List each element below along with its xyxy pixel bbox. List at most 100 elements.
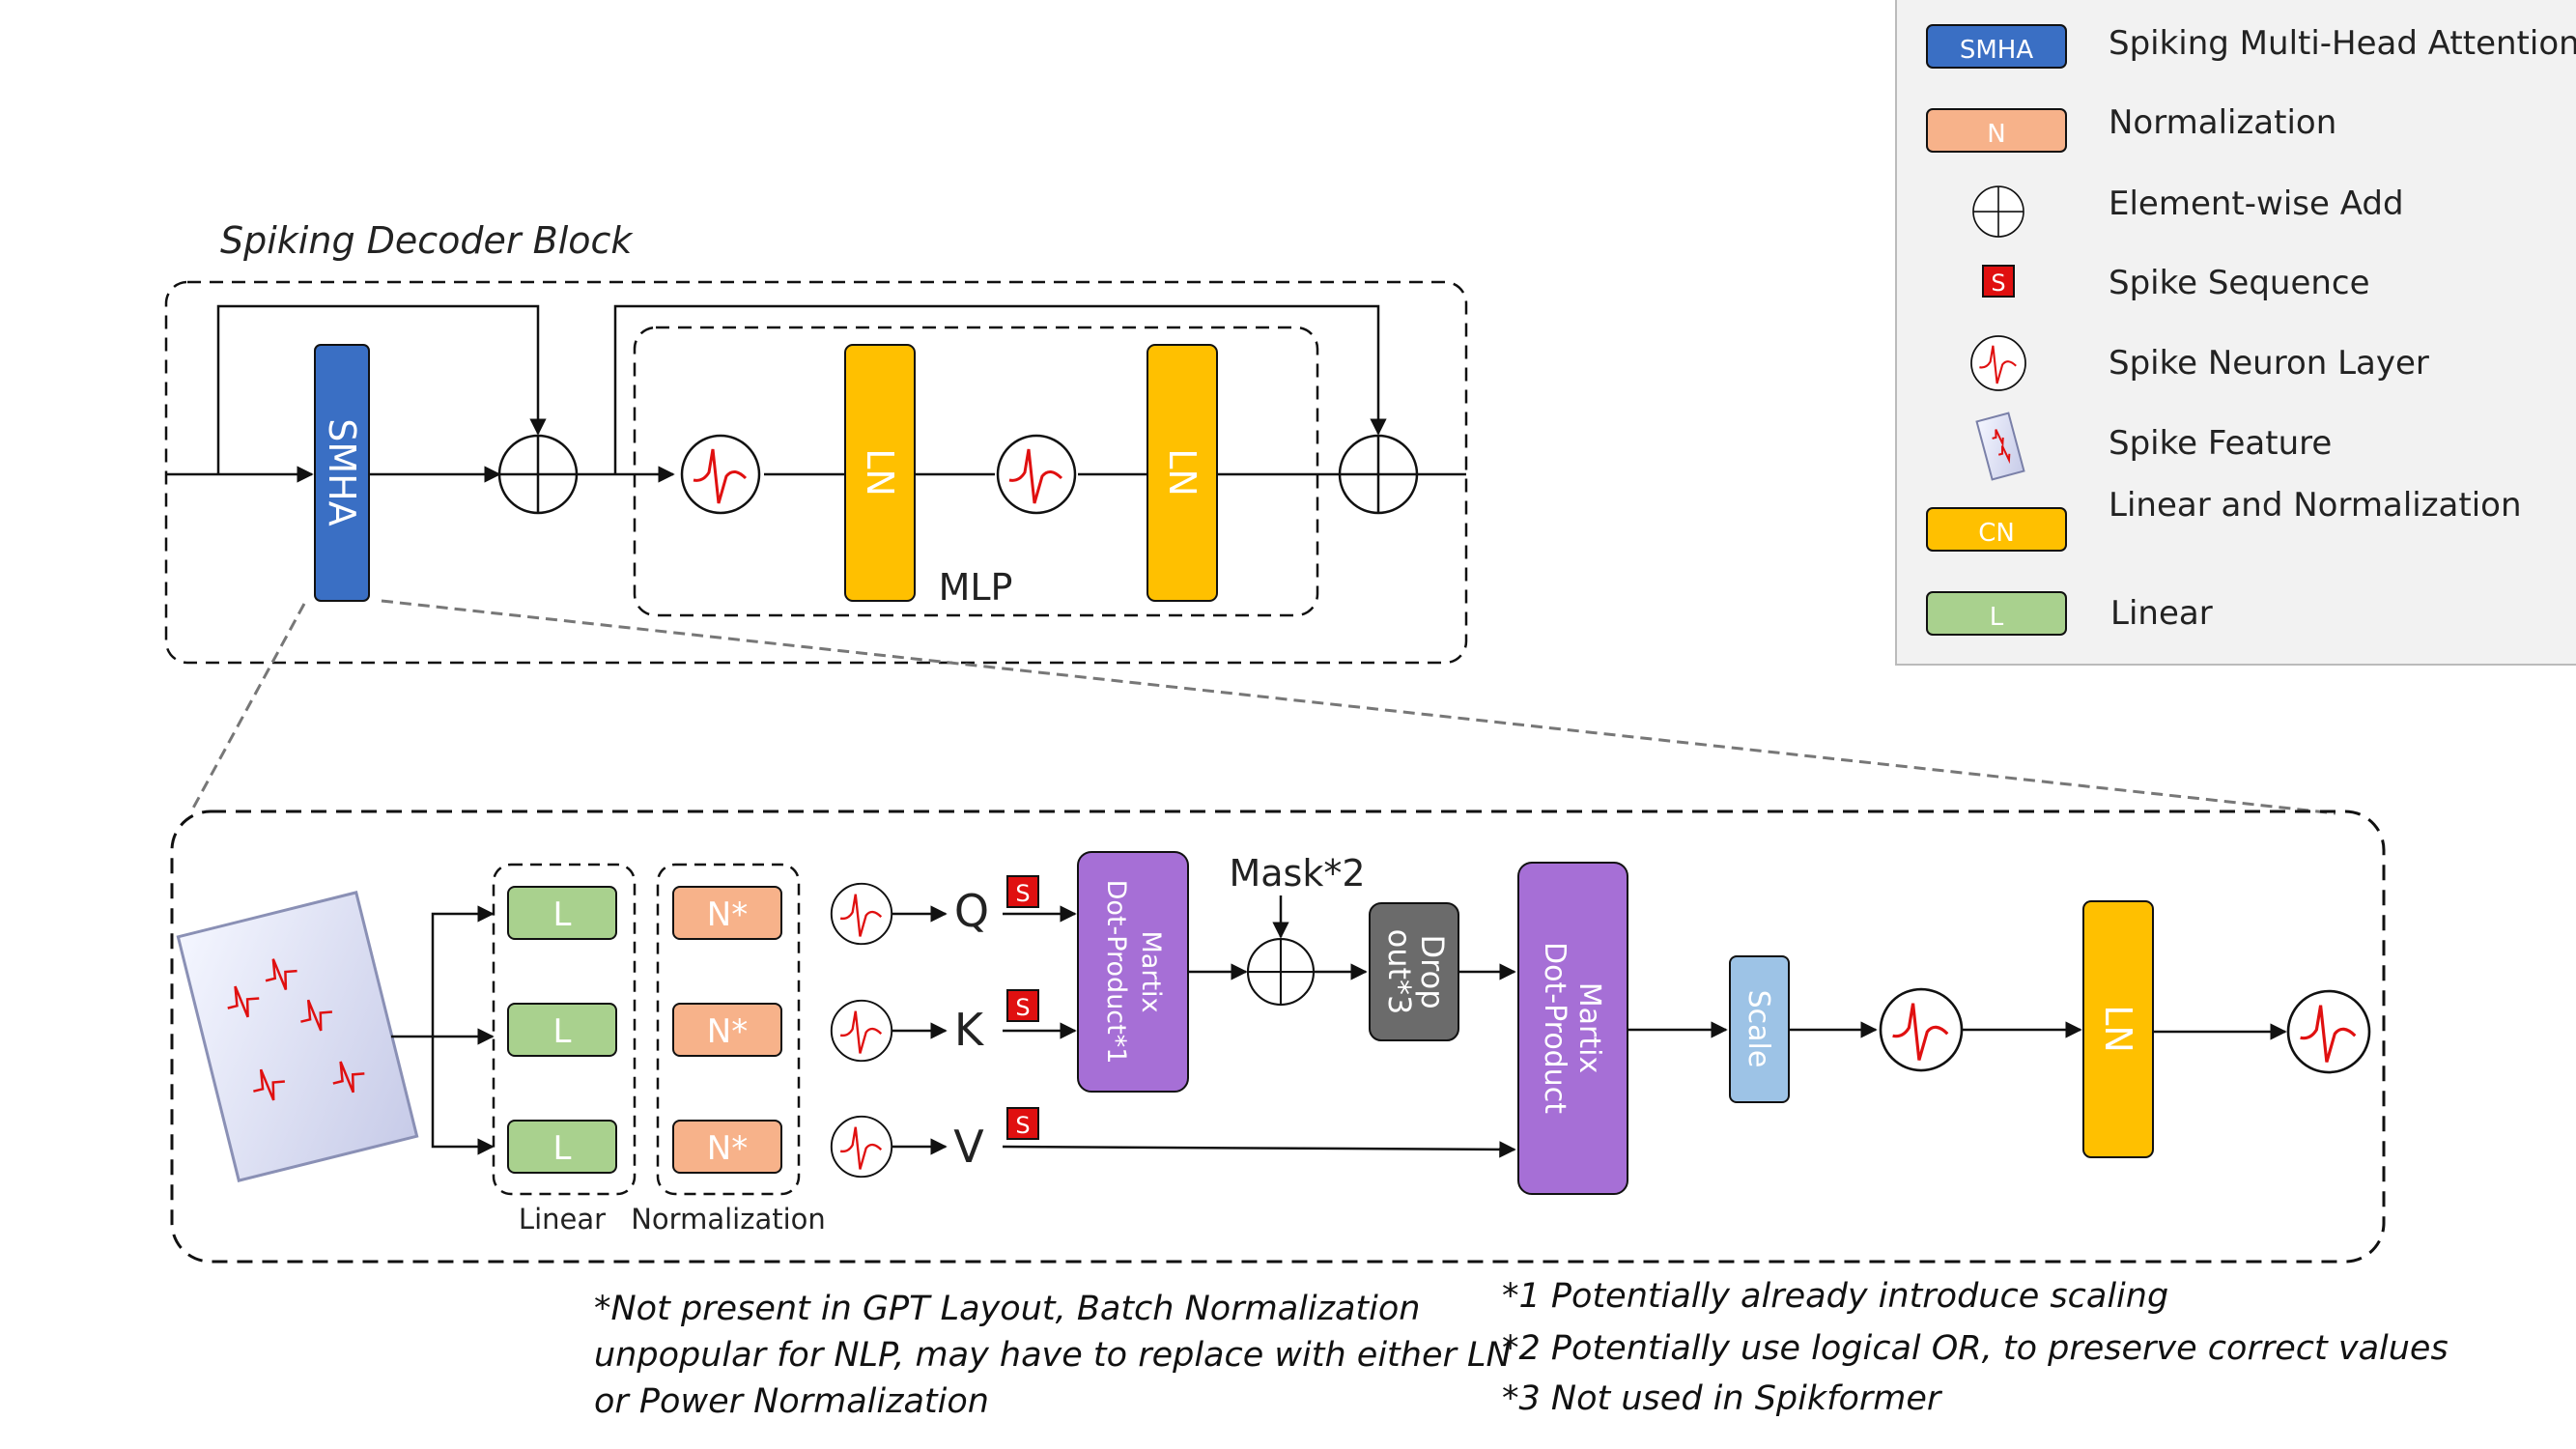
v-label: V (953, 1121, 984, 1173)
normalization-footnote: *Not present in GPT Layout, Batch Normal… (594, 1286, 1512, 1425)
k-spike-neuron-icon (830, 999, 893, 1063)
legend-add-icon (1972, 185, 2024, 238)
legend-linear-box-label: L (1990, 603, 2004, 632)
linear-v-label: L (553, 1129, 572, 1168)
legend-panel (1895, 0, 2576, 666)
mlp-outline (633, 326, 1319, 617)
legend-spike-feature-label: Spike Feature (2109, 424, 2332, 463)
legend-add-label: Element-wise Add (2109, 185, 2404, 223)
normalization-footnote-line-2: unpopular for NLP, may have to replace w… (594, 1336, 1512, 1375)
matmul-v-label-2: Dot-Product (1538, 942, 1571, 1114)
matmul-v-label-1: Martix (1572, 982, 1606, 1073)
zoom-line-right (381, 599, 2336, 815)
norm-v-box (672, 1120, 782, 1174)
matmul-qk-block (1077, 851, 1189, 1093)
normalization-footnote-line-1: *Not present in GPT Layout, Batch Normal… (594, 1290, 1421, 1328)
legend-norm-box-label: N (1987, 120, 2005, 149)
norm-caption: Normalization (631, 1203, 826, 1236)
linear-q-label: L (553, 895, 572, 934)
feature-to-q-arrow (431, 905, 495, 1037)
footnote-1-text: Potentially already introduce scaling (1550, 1277, 2169, 1316)
mlp-spike-neuron-2-icon (996, 434, 1077, 515)
residual-add-1-icon (497, 434, 579, 515)
decoder-block: Spiking Decoder Block SMHA LN LN MLP (164, 219, 1468, 665)
legend-spike-feature-icon (1975, 412, 2025, 481)
residual-add-2-icon (1338, 434, 1419, 515)
attn-ln-label: LN (2097, 1005, 2139, 1053)
matmul-qk-label-2: Dot-Product*1 (1101, 880, 1131, 1065)
mask-add-icon (1246, 937, 1316, 1007)
linear-k-label: L (553, 1012, 572, 1051)
mlp-spike-neuron-1-icon (680, 434, 761, 515)
legend: SMHA Spiking Multi-Head Attention N Norm… (1895, 0, 2576, 666)
matmul-v-block (1517, 862, 1628, 1195)
norm-q-label: N* (707, 895, 748, 934)
q-label: Q (954, 885, 989, 937)
v-spike-tag-label: S (1015, 1112, 1030, 1139)
legend-spike-neuron-label: Spike Neuron Layer (2109, 344, 2429, 383)
legend-spike-seq-box-label: S (1991, 270, 2005, 297)
q-spike-neuron-icon (830, 882, 893, 946)
mlp-ln-1 (844, 344, 916, 602)
norm-q-box (672, 886, 782, 940)
norm-k-box (672, 1003, 782, 1057)
k-label: K (954, 1004, 985, 1056)
legend-smha-swatch (1926, 24, 2067, 69)
footnote-1-mark: *1 (1502, 1277, 1541, 1316)
residual-skip-2 (613, 304, 1387, 474)
attention-outline (170, 810, 2386, 1264)
footnote-1: *1 Potentially already introduce scaling (1502, 1273, 2449, 1320)
legend-smha-box-label: SMHA (1960, 36, 2033, 65)
legend-cn-box-label: CN (1978, 519, 2015, 548)
footnote-3-mark: *3 (1502, 1379, 1541, 1418)
linear-v-box (507, 1120, 617, 1174)
linear-k-box (507, 1003, 617, 1057)
attn-spike-neuron-1-icon (1879, 987, 1964, 1072)
dropout-label-1: Drop (1414, 935, 1451, 1009)
feature-to-v-arrow (431, 1037, 495, 1155)
mlp-label: MLP (939, 566, 1013, 609)
attn-spike-neuron-2-icon (2286, 989, 2371, 1074)
norm-v-label: N* (707, 1129, 748, 1168)
mlp-ln-1-label: LN (859, 448, 901, 497)
v-spike-tag (1006, 1107, 1039, 1140)
legend-norm-label: Normalization (2109, 103, 2336, 142)
mask-label: Mask*2 (1229, 852, 1365, 895)
footnote-3: *3 Not used in Spikformer (1502, 1376, 2449, 1422)
legend-smha-label: Spiking Multi-Head Attention (2109, 24, 2576, 63)
smha-block-label: SMHA (321, 418, 363, 526)
legend-spike-seq-swatch (1982, 265, 2015, 298)
legend-spike-neuron-icon (1969, 334, 2027, 392)
mlp-ln-2 (1146, 344, 1218, 602)
decoder-title: Spiking Decoder Block (220, 219, 634, 262)
decoder-outline (164, 280, 1468, 665)
legend-cn-label: Linear and Normalization (2109, 486, 2522, 525)
zoom-line-left (188, 603, 306, 814)
legend-spike-seq-label: Spike Sequence (2109, 264, 2370, 302)
footnote-2: *2 Potentially use logical OR, to preser… (1502, 1325, 2449, 1372)
input-spike-feature (176, 891, 419, 1182)
footnote-2-text: Potentially use logical OR, to preserve … (1550, 1329, 2449, 1368)
mlp-ln-2-label: LN (1161, 448, 1203, 497)
legend-cn-swatch (1926, 507, 2067, 552)
legend-norm-swatch (1926, 108, 2067, 153)
footnote-3-text: Not used in Spikformer (1550, 1379, 1941, 1418)
numbered-footnotes: *1 Potentially already introduce scaling… (1502, 1273, 2449, 1422)
q-spike-tag (1006, 875, 1039, 908)
legend-linear-label: Linear (2110, 594, 2213, 633)
attention-detail: L L L N* N* N* Linear Normalization Q K … (170, 810, 2386, 1264)
smha-block (314, 344, 370, 602)
scale-label: Scale (1741, 990, 1775, 1068)
attn-ln-block (2082, 900, 2154, 1158)
k-spike-tag (1006, 989, 1039, 1022)
residual-skip-1 (216, 304, 547, 474)
linear-caption: Linear (519, 1203, 606, 1236)
matmul-qk-label-1: Martix (1136, 930, 1166, 1012)
k-spike-tag-label: S (1015, 994, 1030, 1021)
norm-k-label: N* (707, 1012, 748, 1051)
normalization-footnote-line-3: or Power Normalization (594, 1382, 989, 1421)
linear-group (492, 863, 637, 1196)
v-to-matmul2-arrow (1002, 1141, 1516, 1158)
norm-group (656, 863, 801, 1196)
